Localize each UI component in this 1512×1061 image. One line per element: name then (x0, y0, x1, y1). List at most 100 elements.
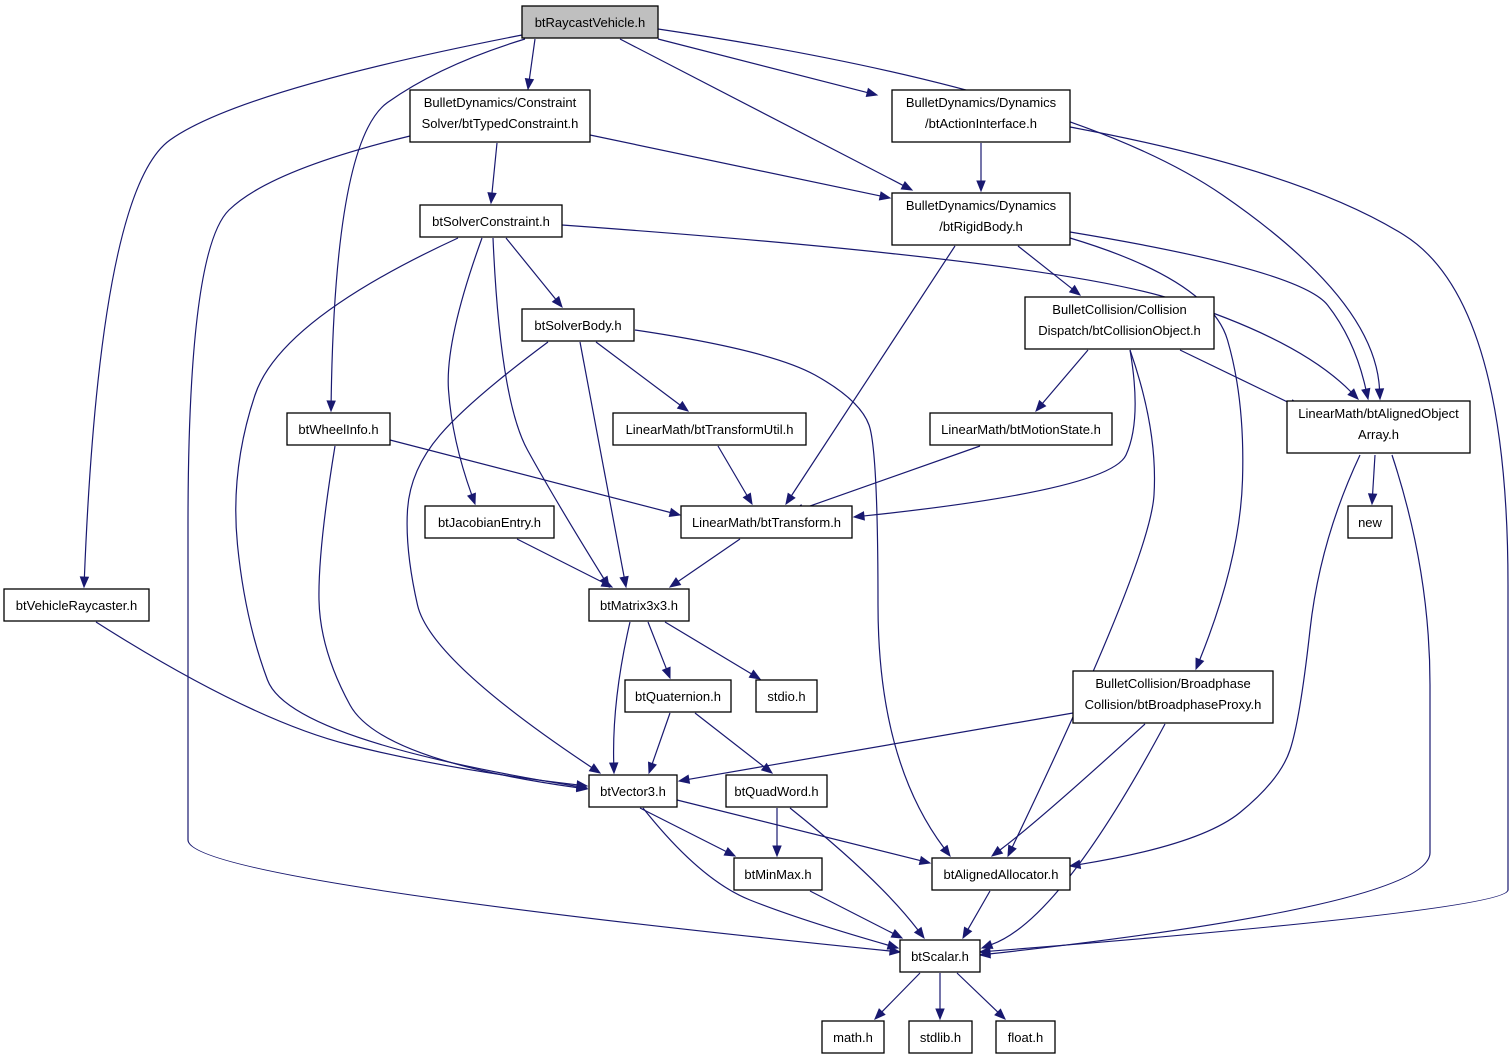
node-box (1286, 400, 1471, 454)
edge-action-to-scalar (978, 126, 1509, 956)
edge-solverb-to-matrix (579, 341, 629, 589)
edge-line (677, 538, 741, 582)
arrowhead (978, 949, 991, 959)
node-btquadword[interactable]: btQuadWord.h (725, 774, 828, 808)
node-bttransform[interactable]: LinearMath/btTransform.h (680, 505, 853, 539)
edge-vector-to-scalar (642, 807, 900, 950)
arrowhead (976, 180, 986, 193)
arrowhead (487, 192, 497, 205)
node-float: float.h (995, 1020, 1056, 1054)
node-box (1024, 296, 1215, 350)
node-label: BulletCollision/Broadphase (1095, 676, 1250, 691)
node-box (725, 774, 828, 808)
node-box (891, 89, 1071, 143)
node-btvehicleraycaster[interactable]: btVehicleRaycaster.h (3, 588, 150, 622)
node-math: math.h (821, 1020, 885, 1054)
edge-line (999, 723, 1146, 851)
node-label: LinearMath/btTransformUtil.h (626, 422, 794, 437)
node-bttypedconstraint[interactable]: BulletDynamics/ConstraintSolver/btTypedC… (409, 89, 591, 143)
node-btvector3[interactable]: btVector3.h (588, 774, 678, 808)
edge-quat-to-vector (647, 712, 671, 775)
node-label: btRaycastVehicle.h (535, 15, 646, 30)
node-new: new (1347, 505, 1393, 539)
edge-line (492, 237, 605, 579)
edge-line (187, 135, 891, 952)
edge-line (619, 38, 904, 186)
arrowhead (676, 400, 690, 412)
node-label: btSolverConstraint.h (432, 214, 550, 229)
node-btjacobianentry[interactable]: btJacobianEntry.h (424, 505, 555, 539)
edge-aarray-to-new (1367, 454, 1378, 506)
edge-root-to-typedc (524, 38, 536, 91)
arrowhead (900, 180, 914, 191)
node-box (3, 588, 150, 622)
node-label: btVehicleRaycaster.h (16, 598, 137, 613)
edge-line (491, 142, 498, 194)
node-btwheelinfo[interactable]: btWheelInfo.h (286, 412, 391, 446)
arrowhead (668, 577, 682, 588)
edge-solverb-to-aalloc (634, 329, 951, 858)
edge-line (790, 245, 956, 496)
node-label: LinearMath/btAlignedObject (1298, 406, 1459, 421)
edge-line (406, 341, 593, 768)
node-stdlib: stdlib.h (908, 1020, 973, 1054)
node-btrigidbody[interactable]: BulletDynamics/Dynamics/btRigidBody.h (891, 192, 1071, 246)
edge-typedc-to-rigid (589, 134, 892, 201)
arrowhead (647, 761, 657, 775)
arrowhead (918, 855, 932, 866)
node-btsolverconstraint[interactable]: btSolverConstraint.h (419, 204, 563, 238)
edge-line (657, 28, 1381, 390)
edge-scalar-to-stdlib (935, 973, 945, 1021)
edge-solverc-to-aarray (561, 224, 1359, 400)
node-label: stdlib.h (920, 1030, 961, 1045)
edge-line (717, 445, 748, 496)
node-btscalar[interactable]: btScalar.h (899, 939, 981, 973)
node-bttransformutil[interactable]: LinearMath/btTransformUtil.h (612, 412, 807, 446)
arrowhead (886, 940, 900, 950)
node-btactioninterface[interactable]: BulletDynamics/Dynamics/btActionInterfac… (891, 89, 1071, 143)
edge-solverc-to-jacob (447, 237, 483, 506)
edge-line (863, 349, 1136, 517)
node-box (821, 1020, 885, 1054)
node-label: stdio.h (767, 689, 805, 704)
edge-line (595, 341, 681, 406)
edge-line (967, 890, 991, 930)
node-stdio: stdio.h (755, 679, 818, 713)
arrowhead (1068, 284, 1082, 296)
edge-line (639, 807, 727, 853)
node-label: Solver/btTypedConstraint.h (422, 116, 579, 131)
arrowhead (785, 492, 796, 506)
node-btalignedallocator[interactable]: btAlignedAllocator.h (931, 857, 1071, 891)
node-label: new (1358, 515, 1382, 530)
node-btraycastvehicle[interactable]: btRaycastVehicle.h (521, 5, 659, 39)
node-btmotionstate[interactable]: LinearMath/btMotionState.h (929, 412, 1113, 446)
edge-line (634, 329, 945, 849)
edge-line (664, 621, 752, 675)
node-label: BulletDynamics/Constraint (424, 95, 577, 110)
edge-root-to-raycaster (79, 34, 523, 589)
node-btminmax[interactable]: btMinMax.h (733, 857, 823, 891)
node-btbroadphaseproxy[interactable]: BulletCollision/BroadphaseCollision/btBr… (1072, 670, 1274, 724)
node-label: btScalar.h (911, 949, 969, 964)
edge-aalloc-to-scalar (962, 890, 991, 940)
node-label: BulletDynamics/Dynamics (906, 95, 1057, 110)
edge-line (881, 972, 921, 1013)
node-btcollisionobject[interactable]: BulletCollision/CollisionDispatch/btColl… (1024, 296, 1215, 350)
edge-raycaster-to-vector (95, 621, 589, 790)
node-label: btMatrix3x3.h (600, 598, 678, 613)
edge-minmax-to-scalar (809, 890, 904, 939)
arrowhead (466, 492, 476, 506)
node-label: btQuaternion.h (635, 689, 721, 704)
arrowhead (576, 780, 589, 790)
arrowhead (677, 774, 691, 784)
edge-line (657, 38, 868, 94)
arrowhead (878, 191, 892, 201)
node-box (286, 412, 391, 446)
node-btsolverbody[interactable]: btSolverBody.h (521, 308, 635, 342)
node-label: btSolverBody.h (534, 318, 621, 333)
node-box (931, 857, 1071, 891)
node-label: btMinMax.h (744, 867, 811, 882)
node-btmatrix3x3[interactable]: btMatrix3x3.h (588, 588, 690, 622)
node-btquaternion[interactable]: btQuaternion.h (624, 679, 732, 713)
